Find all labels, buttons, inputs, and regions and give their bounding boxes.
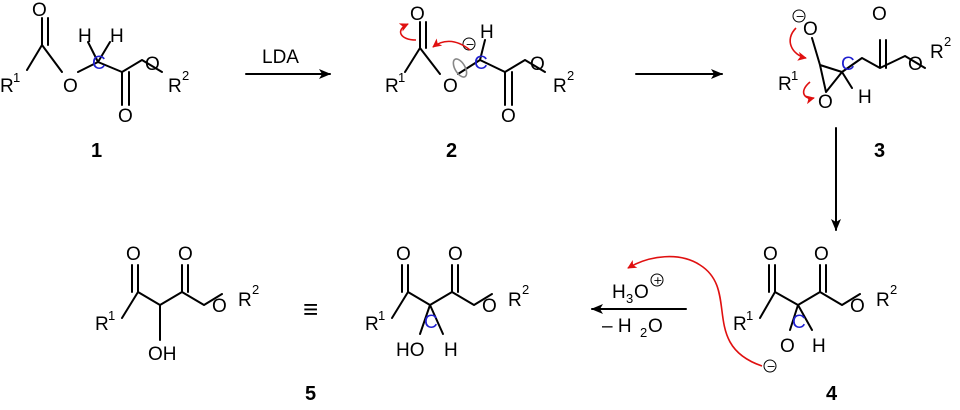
reagent-acid-O: O xyxy=(634,282,649,303)
atom-O: O xyxy=(908,54,923,75)
atom-sup1: 1 xyxy=(791,68,798,83)
reagent-water-prefix: – H xyxy=(602,316,632,337)
atom-H: H xyxy=(110,26,124,47)
atom-sup1: 1 xyxy=(378,308,385,323)
atom-O: O xyxy=(482,296,497,317)
atom-R: R xyxy=(365,314,379,335)
atom-sup1: 1 xyxy=(746,308,753,323)
atom-C-highlight: C xyxy=(792,312,806,333)
atom-O: O xyxy=(448,244,463,265)
reagent-water-sub: 2 xyxy=(640,325,647,340)
atom-C-highlight: C xyxy=(92,53,106,74)
atom-O: O xyxy=(530,54,545,75)
compound-2: O R 1 O H C − O R 2 O 2 xyxy=(385,4,574,162)
atom-O: O xyxy=(396,244,411,265)
atom-R: R xyxy=(508,290,522,311)
charge-minus: − xyxy=(767,360,776,373)
alkoxide-charge xyxy=(792,9,806,23)
atom-H: H xyxy=(480,22,494,43)
atom-H: H xyxy=(444,340,458,361)
electron-arrow xyxy=(802,81,815,105)
atom-sup2: 2 xyxy=(182,68,189,83)
atom-C-highlight: C xyxy=(841,54,855,75)
atom-sup1: 1 xyxy=(13,70,20,85)
atom-R: R xyxy=(95,314,109,335)
atom-sup2: 2 xyxy=(252,282,259,297)
atom-C-highlight: C xyxy=(474,53,488,74)
atom-R: R xyxy=(876,290,890,311)
atom-R: R xyxy=(778,74,792,95)
compound-4: O O R 1 C O − H O R 2 4 xyxy=(627,244,897,405)
atom-sup1: 1 xyxy=(108,308,115,323)
reagent-LDA: LDA xyxy=(262,47,299,68)
atom-H: H xyxy=(812,336,826,357)
atom-O: O xyxy=(814,244,829,265)
atom-sup2: 2 xyxy=(890,282,897,297)
reaction-arrow-4: H 3 O + – H 2 O xyxy=(591,273,687,340)
electron-arrow xyxy=(789,27,807,61)
atom-O: O xyxy=(410,4,425,25)
atom-O: O xyxy=(178,244,193,265)
reagent-acid-H: H xyxy=(612,282,626,303)
compound-5-highlighted: O O R 1 C HO H O R 2 xyxy=(365,244,529,361)
charge-plus: + xyxy=(653,274,662,287)
hydronium-charge xyxy=(650,273,664,287)
electron-arrow xyxy=(627,255,763,367)
atom-sup1: 1 xyxy=(398,70,405,85)
atom-OH: OH xyxy=(148,344,177,365)
atom-O: O xyxy=(118,106,133,127)
atom-O: O xyxy=(443,76,458,97)
atom-O: O xyxy=(212,296,227,317)
electron-arrow xyxy=(432,38,471,51)
atom-O: O xyxy=(803,19,818,40)
atom-O: O xyxy=(145,54,160,75)
atom-O: O xyxy=(63,76,78,97)
reagent-acid-sub: 3 xyxy=(626,291,633,306)
compound-number-2: 2 xyxy=(446,140,457,162)
reaction-arrow-1: LDA xyxy=(245,47,331,79)
atom-R: R xyxy=(385,76,399,97)
charge-minus: − xyxy=(466,38,475,51)
atom-R: R xyxy=(733,314,747,335)
atom-O: O xyxy=(780,336,795,357)
compound-number-4: 4 xyxy=(826,383,838,405)
atom-O: O xyxy=(126,244,141,265)
charge-minus: − xyxy=(796,10,805,23)
compound-5: O O R 1 OH O R 2 5 xyxy=(95,244,316,405)
atom-sup2: 2 xyxy=(944,34,951,49)
atom-R: R xyxy=(238,290,252,311)
compound-3: O − R 1 O C H O O R 2 3 xyxy=(778,4,951,162)
equivalent-symbol: ≡ xyxy=(303,294,318,324)
atom-sup2: 2 xyxy=(567,68,574,83)
atom-H: H xyxy=(858,87,872,108)
atom-O: O xyxy=(501,106,516,127)
compound-1: O R 1 O H H C O R 2 O 1 xyxy=(0,0,189,162)
atom-C-highlight: C xyxy=(424,312,438,333)
atom-H: H xyxy=(78,26,92,47)
atom-R: R xyxy=(553,76,567,97)
atom-O: O xyxy=(872,4,887,25)
atom-R: R xyxy=(0,76,14,97)
compound-number-3: 3 xyxy=(874,140,885,162)
reagent-water-O: O xyxy=(648,316,663,337)
compound-number-5: 5 xyxy=(305,383,316,405)
atom-O: O xyxy=(32,0,47,21)
atom-R: R xyxy=(168,76,182,97)
electron-arrow xyxy=(398,23,417,41)
atom-sup2: 2 xyxy=(522,282,529,297)
atom-HO: HO xyxy=(396,340,425,361)
atom-R: R xyxy=(930,42,944,63)
compound-number-1: 1 xyxy=(91,140,102,162)
alkoxide-charge xyxy=(763,359,777,373)
rotation-arrow-icon xyxy=(452,58,468,78)
atom-O: O xyxy=(818,92,833,113)
atom-O: O xyxy=(763,244,778,265)
atom-O: O xyxy=(850,296,865,317)
